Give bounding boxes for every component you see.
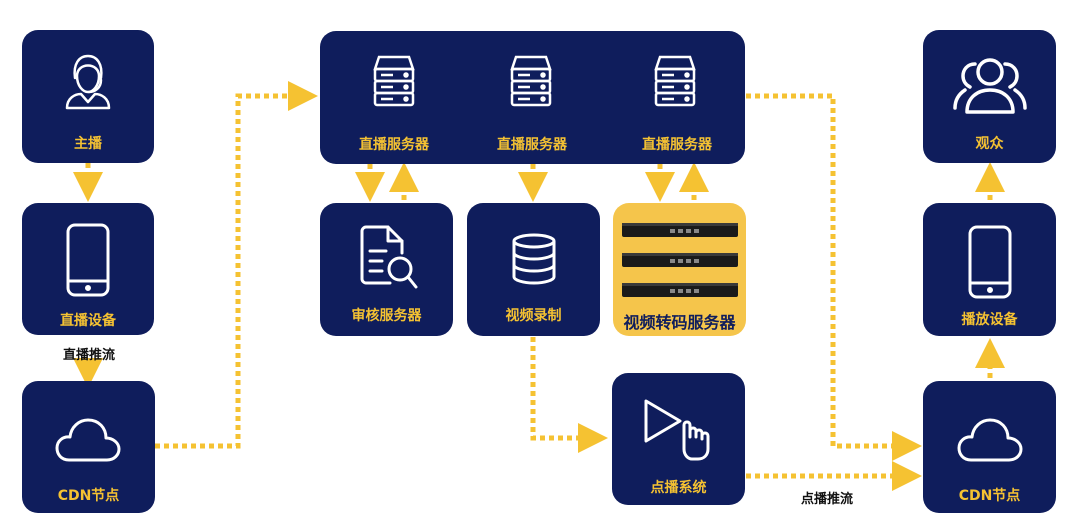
- server-icon: [510, 55, 552, 107]
- cloud-icon: [55, 418, 121, 462]
- phone-icon: [66, 223, 110, 297]
- vod-push-label: 点播推流: [801, 492, 854, 507]
- cdn-left-label: CDN节点: [57, 488, 120, 504]
- anchor-node[interactable]: 主播: [22, 30, 154, 163]
- users-icon: [953, 58, 1027, 114]
- phone-icon: [968, 225, 1012, 299]
- live-servers-node[interactable]: 直播服务器 直播服务器 直播服务器: [320, 31, 745, 164]
- database-icon: [512, 233, 556, 285]
- review-server-node[interactable]: 审核服务器: [320, 203, 453, 336]
- link-live-servers-to-cdn-right: [746, 93, 922, 461]
- anchor-headset-icon: [65, 54, 111, 110]
- server-icon: [373, 55, 415, 107]
- live-device-label: 直播设备: [60, 313, 116, 329]
- vod-system-node[interactable]: 点播系统: [612, 373, 745, 505]
- audience-node[interactable]: 观众: [923, 30, 1056, 163]
- rack-server-icon: [622, 223, 738, 297]
- cdn-left-node[interactable]: CDN节点: [22, 381, 155, 513]
- cdn-right-label: CDN节点: [958, 488, 1021, 504]
- transcode-server-node[interactable]: 视频转码服务器: [613, 203, 746, 336]
- transcode-server-label: 视频转码服务器: [623, 313, 736, 332]
- server-icon: [654, 55, 696, 107]
- live-server-3-label: 直播服务器: [642, 137, 712, 153]
- live-device-node[interactable]: 直播设备: [22, 203, 154, 335]
- video-recording-node[interactable]: 视频录制: [467, 203, 600, 336]
- link-recording-to-vod: [530, 337, 608, 453]
- play-device-node[interactable]: 播放设备: [923, 203, 1056, 336]
- video-recording-label: 视频录制: [505, 308, 562, 324]
- cloud-icon: [957, 418, 1023, 462]
- cdn-right-node[interactable]: CDN节点: [923, 381, 1056, 513]
- anchor-label: 主播: [74, 136, 102, 152]
- vod-system-label: 点播系统: [650, 480, 707, 496]
- live-server-2-label: 直播服务器: [497, 137, 567, 153]
- live-server-1-label: 直播服务器: [359, 137, 429, 153]
- document-search-icon: [360, 225, 418, 289]
- live-push-label: 直播推流: [63, 348, 116, 363]
- audience-label: 观众: [975, 136, 1004, 152]
- play-click-icon: [644, 399, 710, 461]
- review-server-label: 审核服务器: [351, 308, 422, 324]
- link-cdn-to-live-servers: [155, 81, 318, 449]
- play-device-label: 播放设备: [961, 312, 1018, 328]
